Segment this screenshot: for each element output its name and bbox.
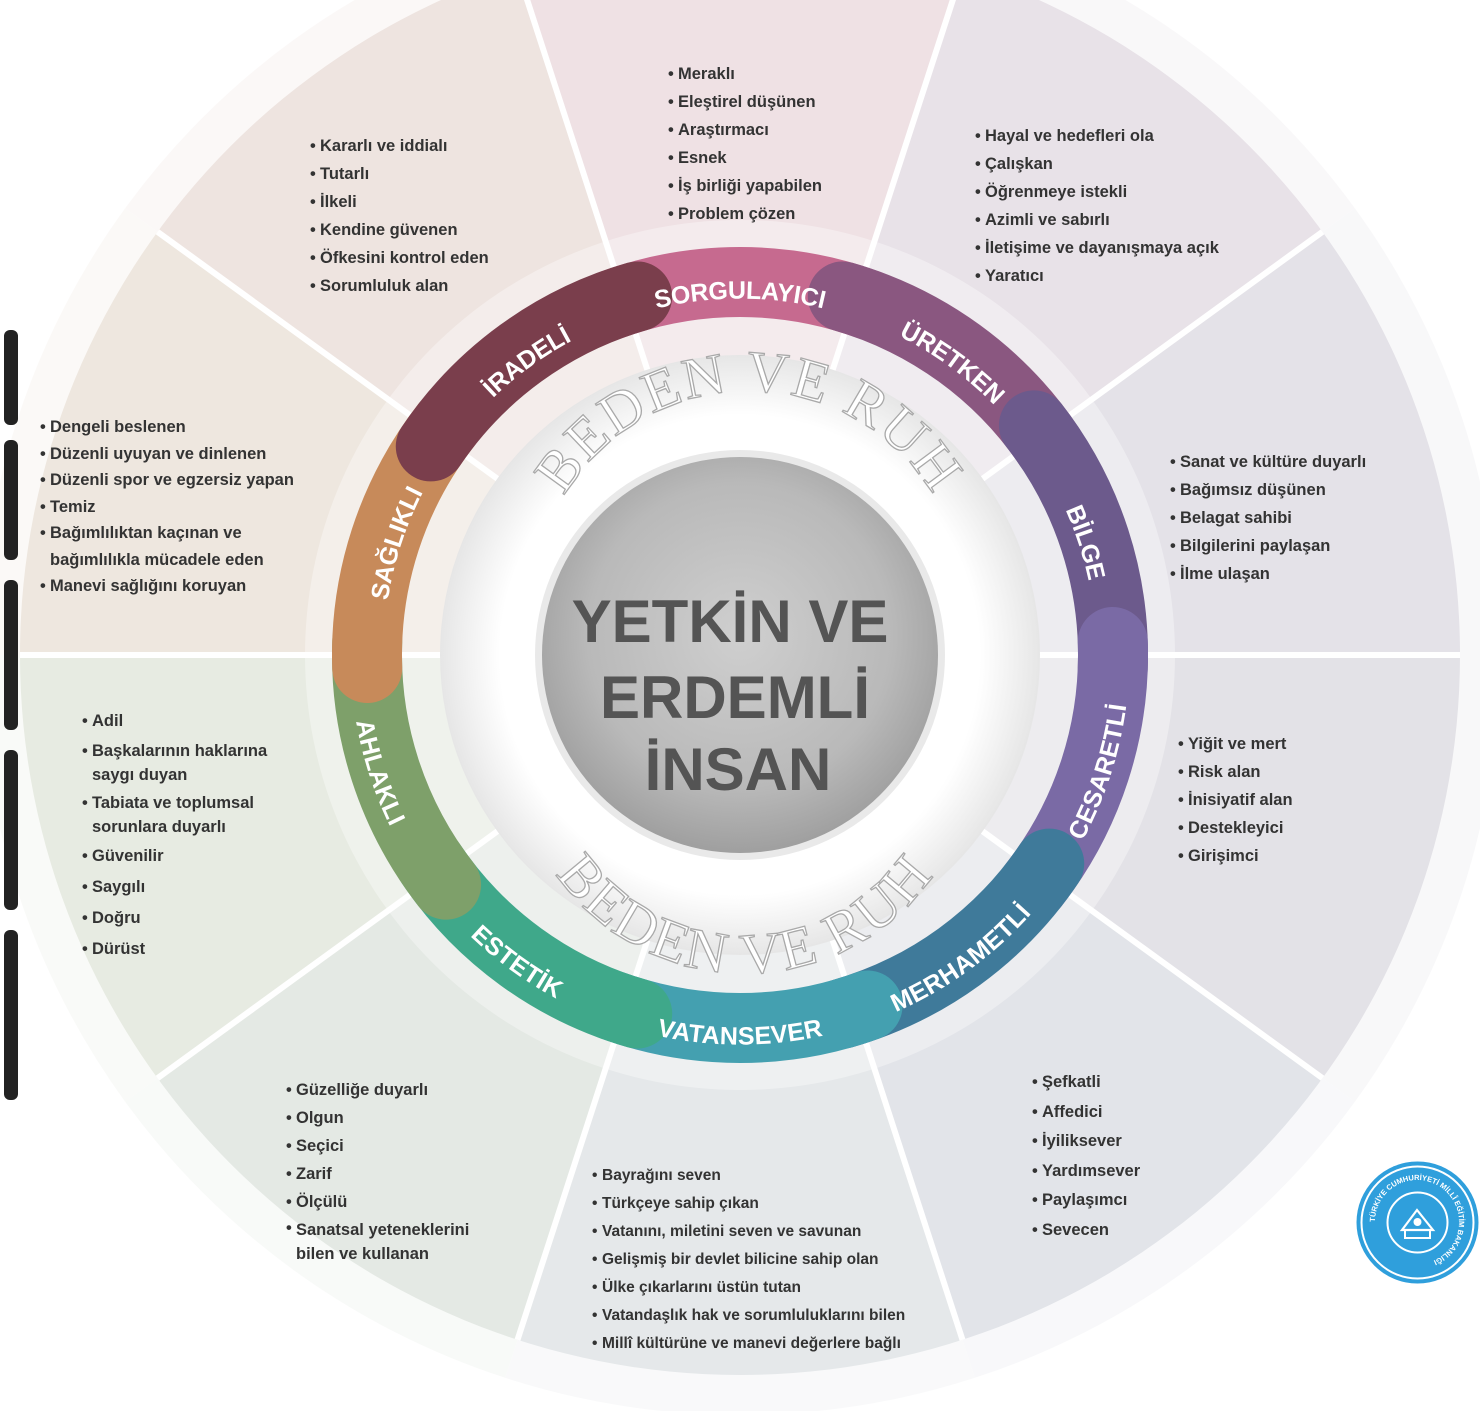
center-title-line-3: İNSAN (645, 736, 832, 803)
list-item: Yardımsever (1032, 1157, 1140, 1187)
list-item: Tabiata ve toplumsal sorunlara duyarlı (82, 791, 292, 839)
list-item: Ülke çıkarlarını üstün tutan (592, 1274, 932, 1302)
list-item: Meraklı (668, 60, 822, 88)
competency-ring: SORGULAYICIÜRETKENBİLGECESARETLİMERHAMET… (332, 247, 1148, 1063)
list-item: Türkçeye sahip çıkan (592, 1190, 932, 1218)
list-item: Affedici (1032, 1098, 1140, 1128)
list-item: Bağımsız düşünen (1170, 476, 1366, 504)
list-item: Vatandaşlık hak ve sorumluluklarını bile… (592, 1302, 912, 1330)
list-item: Bayrağını seven (592, 1162, 932, 1190)
list-vatansever: Bayrağını seven Türkçeye sahip çıkan Vat… (592, 1162, 932, 1358)
list-item: Vatanını, miletini seven ve savunan (592, 1218, 932, 1246)
list-item: Dürüst (82, 936, 292, 963)
list-item: İletişime ve dayanışmaya açık (975, 234, 1219, 262)
list-item: Sorumluluk alan (310, 272, 489, 300)
list-item: İlkeli (310, 188, 489, 216)
list-merhametli: Şefkatli Affedici İyiliksever Yardımseve… (1032, 1068, 1140, 1245)
list-item: Millî kültürüne ve manevi değerlere bağl… (592, 1330, 932, 1358)
ministry-seal-logo: TÜRKİYE CUMHURİYETİ MİLLÎ EĞİTİM BAKANLI… (1355, 1160, 1480, 1285)
list-item: Doğru (82, 905, 292, 932)
list-bilge: Sanat ve kültüre duyarlı Bağımsız düşüne… (1170, 448, 1366, 588)
list-item: Güvenilir (82, 843, 292, 870)
list-item: Esnek (668, 144, 822, 172)
list-item: Çalışkan (975, 150, 1219, 178)
list-item: Saygılı (82, 874, 292, 901)
list-item: İnisiyatif alan (1178, 786, 1293, 814)
list-item: İlme ulaşan (1170, 560, 1366, 588)
list-item: Başkalarının haklarına saygı duyan (82, 739, 297, 787)
list-item: Belagat sahibi (1170, 504, 1366, 532)
list-item: Paylaşımcı (1032, 1186, 1140, 1216)
ring-segment-i̇radeli̇ (395, 261, 673, 482)
list-item: Öfkesini kontrol eden (310, 244, 489, 272)
list-item: Sevecen (1032, 1216, 1140, 1246)
center-title-line-1: YETKİN VE (572, 588, 889, 655)
list-cesaretli: Yiğit ve mert Risk alan İnisiyatif alan … (1178, 730, 1293, 870)
list-iradeli: Kararlı ve iddialı Tutarlı İlkeli Kendin… (310, 132, 489, 300)
list-item: Araştırmacı (668, 116, 822, 144)
list-item: Düzenli spor ve egzersiz yapan (40, 467, 340, 494)
center-title-line-2: ERDEMLİ (600, 664, 870, 731)
list-item: Azimli ve sabırlı (975, 206, 1219, 234)
list-item: Dengeli beslenen (40, 414, 340, 441)
list-item: Adil (82, 708, 292, 735)
list-item: Tutarlı (310, 160, 489, 188)
list-item: Zarif (286, 1160, 496, 1188)
center-disc (542, 457, 938, 853)
list-item: Sanatsal yeteneklerini bilen ve kullanan (286, 1216, 501, 1266)
list-item: Kararlı ve iddialı (310, 132, 489, 160)
list-item: Kendine güvenen (310, 216, 489, 244)
list-item: Eleştirel düşünen (668, 88, 822, 116)
list-item: Bağımlılıktan kaçınan ve bağımlılıkla mü… (40, 520, 310, 573)
list-item: Hayal ve hedefleri ola (975, 122, 1219, 150)
list-item: Şefkatli (1032, 1068, 1140, 1098)
list-item: Seçici (286, 1132, 496, 1160)
list-item: Sanat ve kültüre duyarlı (1170, 448, 1366, 476)
list-item: Öğrenmeye istekli (975, 178, 1219, 206)
list-item: İş birliği yapabilen (668, 172, 822, 200)
list-item: Olgun (286, 1104, 496, 1132)
list-item: Güzelliğe duyarlı (286, 1076, 496, 1104)
list-item: Yaratıcı (975, 262, 1219, 290)
list-item: Girişimci (1178, 842, 1293, 870)
left-edge-decoration (0, 330, 22, 1110)
list-uretken: Hayal ve hedefleri ola Çalışkan Öğrenmey… (975, 122, 1219, 290)
list-item: Destekleyici (1178, 814, 1293, 842)
list-item: Bilgilerini paylaşan (1170, 532, 1366, 560)
list-item: Ölçülü (286, 1188, 496, 1216)
list-estetik: Güzelliğe duyarlı Olgun Seçici Zarif Ölç… (286, 1076, 496, 1266)
list-saglikli: Dengeli beslenen Düzenli uyuyan ve dinle… (40, 414, 340, 600)
list-item: Risk alan (1178, 758, 1293, 786)
sector-sorgulayici (527, 0, 953, 655)
list-item: Problem çözen (668, 200, 822, 228)
list-ahlakli: Adil Başkalarının haklarına saygı duyan … (82, 708, 292, 963)
list-item: İyiliksever (1032, 1127, 1140, 1157)
list-item: Yiğit ve mert (1178, 730, 1293, 758)
list-item: Manevi sağlığını koruyan (40, 573, 340, 600)
list-item: Gelişmiş bir devlet bilicine sahip olan (592, 1246, 932, 1274)
list-sorgulayici: Meraklı Eleştirel düşünen Araştırmacı Es… (668, 60, 822, 228)
list-item: Düzenli uyuyan ve dinlenen (40, 441, 340, 468)
list-item: Temiz (40, 494, 340, 521)
